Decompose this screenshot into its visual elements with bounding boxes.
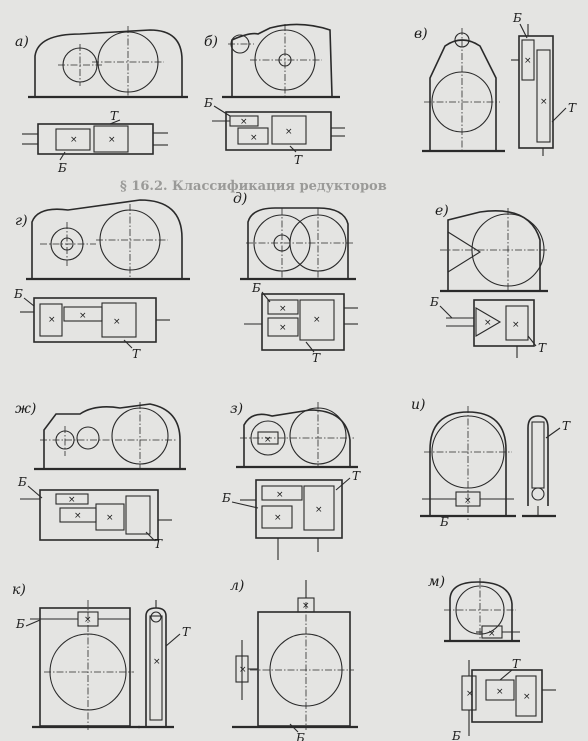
panel-a: а) × × Т Б bbox=[15, 26, 188, 175]
panel-label-d: д) bbox=[233, 191, 247, 207]
panel-v: в) × × Б Т bbox=[414, 11, 577, 156]
page-heading: § 16.2. Классификация редукторов bbox=[120, 179, 387, 194]
panel-label-v: в) bbox=[414, 26, 428, 42]
label-b-a: Б bbox=[57, 161, 67, 175]
svg-text:×: × bbox=[315, 505, 323, 515]
svg-text:×: × bbox=[488, 629, 496, 639]
svg-text:×: × bbox=[540, 97, 548, 107]
svg-text:×: × bbox=[274, 513, 282, 523]
svg-text:×: × bbox=[153, 657, 161, 667]
svg-text:×: × bbox=[106, 513, 114, 523]
label-b-v: Б bbox=[512, 11, 522, 25]
label-b-d: Б bbox=[251, 281, 261, 295]
svg-text:×: × bbox=[484, 318, 492, 328]
svg-text:×: × bbox=[250, 133, 258, 143]
panel-i: и) × Т Б bbox=[411, 397, 571, 529]
label-b-zh: Б bbox=[17, 475, 27, 489]
label-t-a: Т bbox=[110, 109, 119, 123]
svg-text:×: × bbox=[74, 511, 82, 521]
svg-text:×: × bbox=[79, 311, 87, 321]
panel-k: к) × × Б Т bbox=[12, 582, 191, 730]
svg-text:×: × bbox=[496, 687, 504, 697]
panel-label-a: а) bbox=[15, 34, 29, 50]
label-t-b: Т bbox=[294, 153, 303, 167]
svg-text:×: × bbox=[84, 615, 92, 625]
svg-text:×: × bbox=[113, 317, 121, 327]
svg-text:×: × bbox=[302, 601, 310, 611]
panel-label-l: л) bbox=[230, 578, 244, 594]
svg-text:×: × bbox=[279, 304, 287, 314]
panel-label-k: к) bbox=[12, 582, 26, 598]
label-b-l: Б bbox=[295, 731, 305, 741]
svg-text:×: × bbox=[70, 135, 78, 145]
label-t-k: Т bbox=[182, 625, 191, 639]
svg-text:×: × bbox=[276, 490, 284, 500]
svg-text:×: × bbox=[466, 689, 474, 699]
svg-text:×: × bbox=[240, 117, 248, 127]
label-b-z: Б bbox=[221, 491, 231, 505]
svg-text:×: × bbox=[264, 435, 272, 445]
label-b-k: Б bbox=[15, 617, 25, 631]
panel-label-i: и) bbox=[411, 397, 425, 413]
panel-label-zh: ж) bbox=[15, 401, 36, 417]
panel-label-m: м) bbox=[428, 574, 445, 590]
label-t-v: Т bbox=[568, 101, 577, 115]
label-t-i: Т bbox=[562, 419, 571, 433]
svg-text:×: × bbox=[313, 315, 321, 325]
svg-text:×: × bbox=[239, 665, 247, 675]
svg-text:×: × bbox=[523, 692, 531, 702]
svg-text:×: × bbox=[464, 496, 472, 506]
label-b-b: Б bbox=[203, 96, 213, 110]
label-t-zh: Т bbox=[154, 537, 163, 551]
label-t-d: Т bbox=[312, 351, 321, 365]
svg-text:×: × bbox=[108, 135, 116, 145]
svg-text:×: × bbox=[279, 323, 287, 333]
panel-l: л) × × Б bbox=[230, 578, 358, 741]
label-t-m: Т bbox=[512, 657, 521, 671]
label-b-m: Б bbox=[451, 729, 461, 741]
panel-label-z: з) bbox=[230, 401, 243, 417]
panel-z: з) × × × × Б Т bbox=[221, 401, 361, 560]
panel-label-g: г) bbox=[15, 213, 28, 229]
label-b-e: Б bbox=[429, 295, 439, 309]
label-b-i: Б bbox=[439, 515, 449, 529]
svg-text:×: × bbox=[48, 315, 56, 325]
panel-m: м) × × × × Т Б bbox=[428, 574, 556, 741]
panel-g: г) × × × Б Т bbox=[13, 199, 190, 361]
background-page-text: § 16.2. Классификация редукторов bbox=[120, 179, 387, 194]
label-t-z: Т bbox=[352, 469, 361, 483]
panel-label-b: б) bbox=[204, 34, 218, 50]
panel-b: б) × × × Б Т bbox=[203, 23, 345, 167]
panel-d: д) × × × Б Т bbox=[233, 191, 358, 365]
panel-zh: ж) × × × Б Т bbox=[15, 401, 186, 551]
label-b-g: Б bbox=[13, 287, 23, 301]
label-t-g: Т bbox=[132, 347, 141, 361]
panel-label-e: е) bbox=[435, 203, 449, 219]
panel-e: е) × × Б Т bbox=[429, 203, 548, 358]
svg-text:×: × bbox=[512, 320, 520, 330]
svg-text:×: × bbox=[285, 127, 293, 137]
label-t-e: Т bbox=[538, 341, 547, 355]
svg-text:×: × bbox=[524, 56, 532, 66]
svg-text:×: × bbox=[68, 495, 76, 505]
